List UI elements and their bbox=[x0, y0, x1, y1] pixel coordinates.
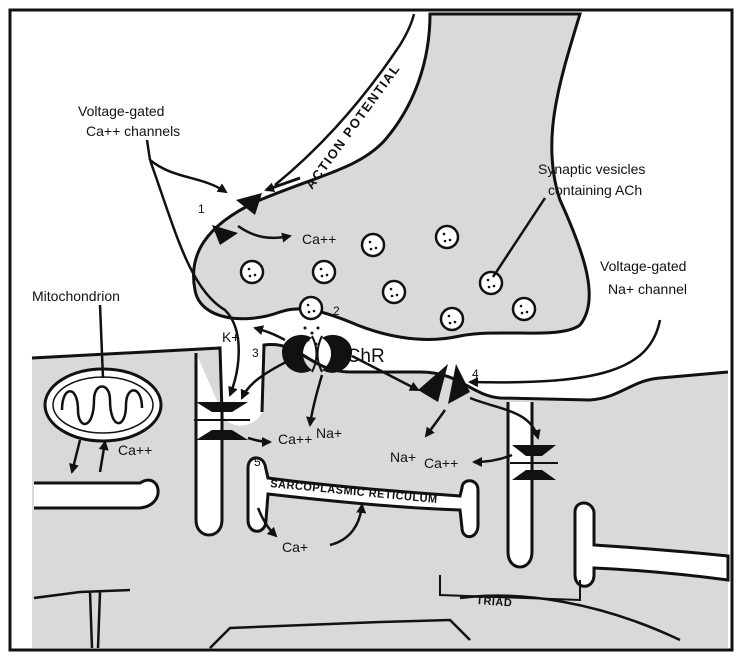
mitochondrion bbox=[45, 369, 161, 441]
step-number-4: 4 bbox=[472, 367, 479, 381]
label-vg-ca-line2: Ca++ channels bbox=[86, 123, 180, 139]
step-number-3: 3 bbox=[252, 346, 259, 360]
label-ion-k: K+ bbox=[222, 329, 240, 345]
label-ion-ca-right: Ca++ bbox=[424, 455, 458, 471]
label-ion-na-right: Na+ bbox=[390, 449, 416, 465]
label-vg-na-line2: Na+ channel bbox=[608, 281, 687, 297]
label-ion-ca-terminal: Ca++ bbox=[302, 231, 336, 247]
label-achr: AChR bbox=[334, 346, 385, 367]
label-ion-ca-sr: Ca+ bbox=[282, 539, 308, 555]
label-triad: TRIAD bbox=[476, 595, 513, 609]
label-mitochondrion: Mitochondrion bbox=[32, 288, 120, 304]
label-vg-na-line1: Voltage-gated bbox=[600, 258, 686, 274]
label-ion-na-cleft: Na+ bbox=[316, 425, 342, 441]
step-number-2: 2 bbox=[333, 304, 340, 318]
label-ion-ca-mito: Ca++ bbox=[118, 442, 152, 458]
myofibril-left bbox=[34, 480, 158, 508]
label-vg-ca-line1: Voltage-gated bbox=[78, 103, 164, 119]
label-syn-ves-line2: containing ACh bbox=[548, 182, 642, 198]
step-number-5: 5 bbox=[254, 455, 261, 469]
step-number-1: 1 bbox=[198, 202, 205, 216]
label-ion-ca-cleft: Ca++ bbox=[278, 431, 312, 447]
t-tubule-right bbox=[508, 402, 532, 567]
label-syn-ves-line1: Synaptic vesicles bbox=[538, 161, 645, 177]
